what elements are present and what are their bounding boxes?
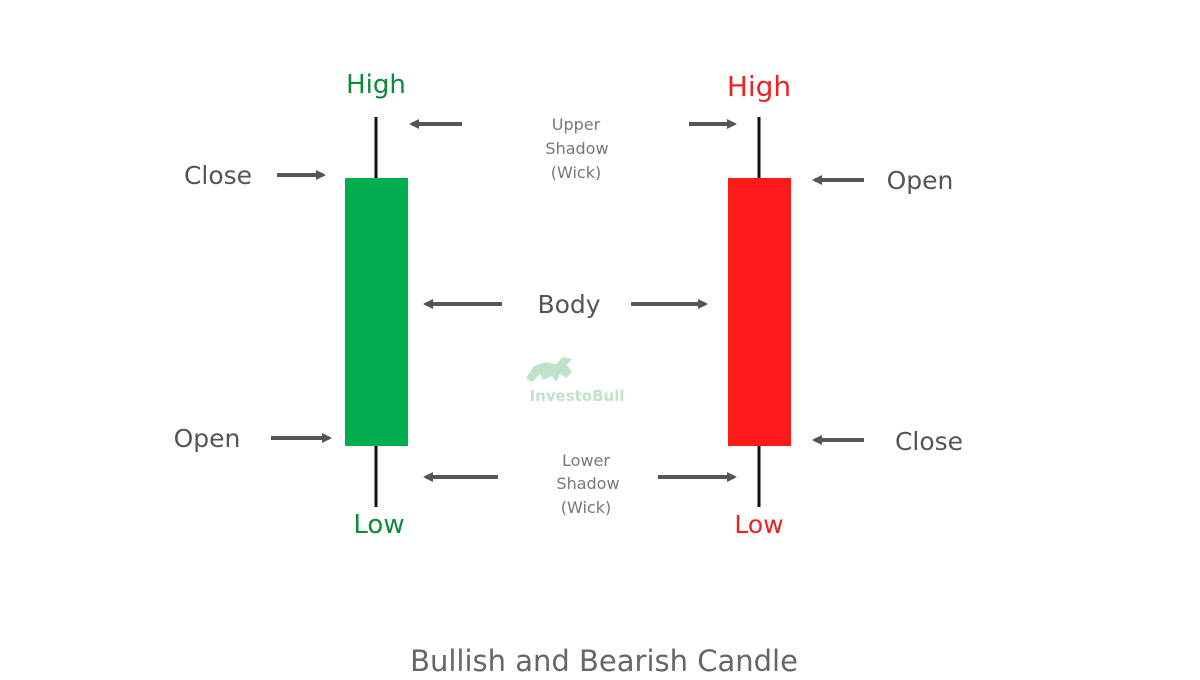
upper-shadow-line-2: Shadow [545, 139, 608, 158]
bullish-close-label: Close [184, 161, 252, 190]
watermark-text: InvestoBull [529, 387, 624, 405]
bearish-low-label: Low [734, 510, 783, 539]
bullish-body [345, 178, 408, 446]
bullish-high-label: High [346, 70, 406, 100]
watermark: InvestoBull [526, 357, 625, 405]
upper-shadow-line-3: (Wick) [551, 163, 601, 182]
bullish-low-label: Low [353, 510, 404, 540]
bullish-open-label: Open [174, 424, 241, 453]
lower-shadow-line-3: (Wick) [561, 498, 611, 517]
upper-shadow-line-1: Upper [552, 115, 601, 134]
diagram-title: Bullish and Bearish Candle [410, 644, 798, 678]
bearish-high-label: High [727, 70, 791, 103]
body-label: Body [537, 290, 600, 319]
bearish-close-label: Close [895, 427, 963, 456]
lower-shadow-line-1: Lower [562, 451, 610, 470]
lower-shadow-line-2: Shadow [556, 474, 619, 493]
bearish-body [728, 178, 791, 446]
bull-logo-icon [526, 357, 572, 382]
bearish-open-label: Open [887, 166, 954, 195]
